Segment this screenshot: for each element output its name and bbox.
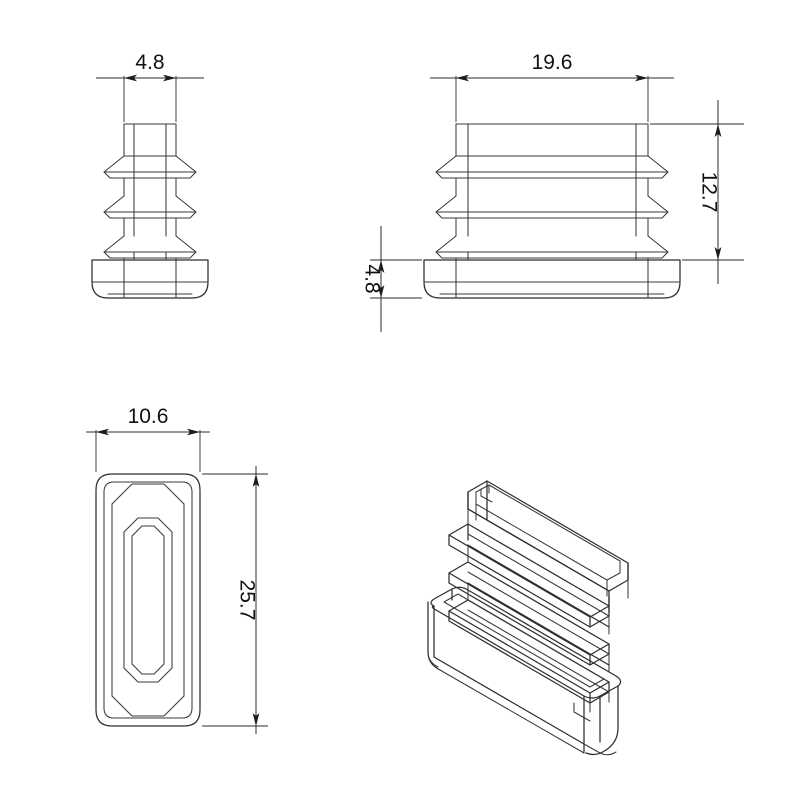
dimension-label-4-8-front: 4.8 — [361, 264, 384, 293]
dimension-side-width: 4.8 — [96, 51, 204, 122]
side-elevation-view: 4.8 — [91, 51, 209, 299]
dimension-label-12-7: 12.7 — [698, 172, 721, 213]
front-elevation-view: 19.6 12.7 4.8 — [361, 51, 744, 332]
dimension-label-25-7: 25.7 — [236, 580, 259, 621]
dimension-top-width: 10.6 — [86, 405, 210, 472]
dimension-top-length: 25.7 — [202, 466, 268, 734]
top-plan-view: 10.6 25.7 — [86, 405, 268, 734]
top-view-geometry — [95, 473, 201, 727]
isometric-geometry — [427, 480, 629, 756]
dimension-label-4-8-side: 4.8 — [135, 51, 164, 74]
side-view-geometry — [91, 123, 209, 299]
dimension-front-flange-height: 4.8 — [361, 226, 422, 332]
dimension-front-width: 19.6 — [430, 51, 674, 122]
dimension-front-rib-height: 12.7 — [650, 100, 744, 284]
dimension-label-10-6: 10.6 — [128, 405, 169, 428]
dimension-label-19-6: 19.6 — [532, 51, 573, 74]
isometric-pictorial-view — [427, 480, 629, 756]
front-view-geometry — [423, 123, 681, 299]
